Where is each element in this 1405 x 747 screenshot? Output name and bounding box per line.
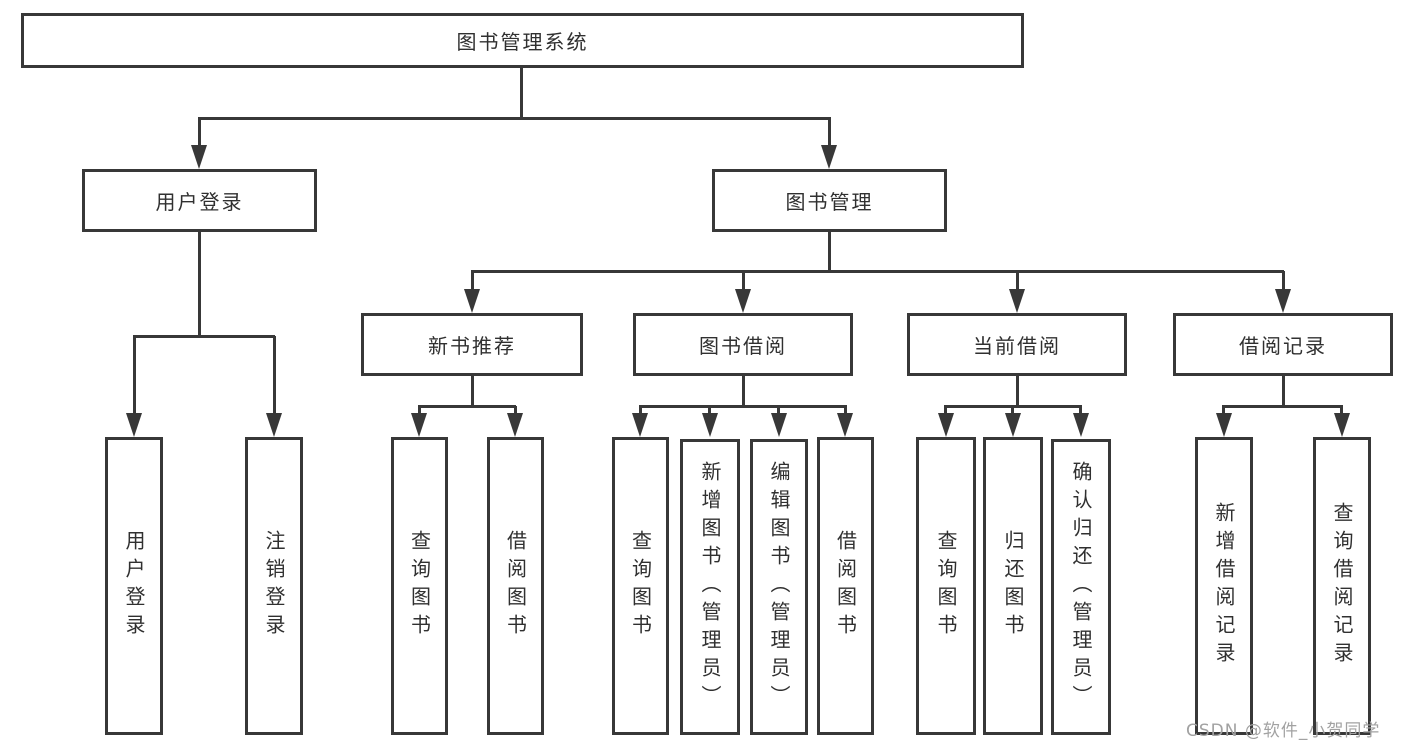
arrow-down-icon	[837, 413, 853, 437]
leaf-return-book-label: 归还图书	[1001, 530, 1025, 642]
leaf-add-book-admin-label: 新增图书（管理员）	[698, 461, 722, 713]
connector	[471, 376, 474, 406]
arrow-down-icon	[632, 413, 648, 437]
connector	[418, 406, 421, 416]
leaf-borrow-book-1: 借阅图书	[487, 437, 544, 735]
connector	[471, 271, 474, 291]
arrow-down-icon	[1009, 289, 1025, 313]
leaf-query-borrow-record-label: 查询借阅记录	[1330, 502, 1354, 670]
connector	[198, 117, 831, 120]
node-book-borrowing-label: 图书借阅	[699, 334, 787, 358]
node-book-management: 图书管理	[712, 169, 947, 232]
connector	[639, 406, 642, 416]
connector	[1222, 405, 1343, 408]
node-new-book-recommend-label: 新书推荐	[428, 334, 516, 358]
arrow-down-icon	[126, 413, 142, 437]
leaf-add-borrow-record: 新增借阅记录	[1195, 437, 1253, 735]
csdn-watermark: CSDN @软件_小贺同学	[1186, 721, 1381, 741]
connector	[777, 406, 780, 416]
arrow-down-icon	[464, 289, 480, 313]
arrow-down-icon	[507, 413, 523, 437]
node-borrowing-records: 借阅记录	[1173, 313, 1393, 376]
arrow-down-icon	[1216, 413, 1232, 437]
connector	[273, 336, 276, 416]
connector	[1016, 271, 1019, 291]
node-root-label: 图书管理系统	[456, 30, 589, 54]
connector	[418, 405, 516, 408]
connector	[1282, 271, 1285, 291]
node-root: 图书管理系统	[21, 13, 1024, 68]
arrow-down-icon	[411, 413, 427, 437]
leaf-query-book-3: 查询图书	[916, 437, 976, 735]
connector	[742, 376, 745, 406]
connector	[1011, 406, 1014, 416]
connector	[514, 406, 517, 416]
node-user-login-branch: 用户登录	[82, 169, 317, 232]
connector	[198, 118, 201, 147]
arrow-down-icon	[771, 413, 787, 437]
arrow-down-icon	[1275, 289, 1291, 313]
leaf-user-login: 用户登录	[105, 437, 163, 735]
node-borrowing-records-label: 借阅记录	[1239, 334, 1327, 358]
leaf-add-borrow-record-label: 新增借阅记录	[1212, 502, 1236, 670]
leaf-confirm-return-admin: 确认归还（管理员）	[1051, 439, 1111, 735]
connector	[708, 406, 711, 416]
connector	[471, 270, 1284, 273]
node-book-management-label: 图书管理	[785, 190, 874, 214]
connector	[1079, 406, 1082, 416]
leaf-edit-book-admin: 编辑图书（管理员）	[750, 439, 808, 735]
leaf-query-book-2: 查询图书	[612, 437, 669, 735]
leaf-query-book-1-label: 查询图书	[407, 530, 432, 642]
arrow-down-icon	[266, 413, 282, 437]
connector	[1340, 406, 1343, 416]
leaf-logout: 注销登录	[245, 437, 303, 735]
leaf-query-book-2-label: 查询图书	[628, 530, 653, 642]
leaf-edit-book-admin-label: 编辑图书（管理员）	[767, 461, 791, 713]
node-current-borrowing: 当前借阅	[907, 313, 1127, 376]
arrow-down-icon	[1073, 413, 1089, 437]
connector	[828, 232, 831, 271]
node-book-borrowing: 图书借阅	[633, 313, 853, 376]
connector	[133, 336, 136, 416]
arrow-down-icon	[821, 145, 837, 169]
leaf-query-borrow-record: 查询借阅记录	[1313, 437, 1371, 735]
connector	[520, 68, 523, 118]
leaf-query-book-1: 查询图书	[391, 437, 448, 735]
connector	[1222, 406, 1225, 416]
leaf-add-book-admin: 新增图书（管理员）	[680, 439, 740, 735]
leaf-borrow-book-2: 借阅图书	[817, 437, 874, 735]
arrow-down-icon	[702, 413, 718, 437]
connector	[133, 335, 275, 338]
node-new-book-recommend: 新书推荐	[361, 313, 583, 376]
connector	[639, 405, 847, 408]
arrow-down-icon	[1005, 413, 1021, 437]
connector	[1016, 376, 1019, 406]
node-user-login-branch-label: 用户登录	[155, 190, 244, 214]
connector	[198, 232, 201, 336]
arrow-down-icon	[1334, 413, 1350, 437]
leaf-confirm-return-admin-label: 确认归还（管理员）	[1069, 461, 1093, 713]
arrow-down-icon	[938, 413, 954, 437]
leaf-borrow-book-2-label: 借阅图书	[833, 530, 858, 642]
leaf-user-login-label: 用户登录	[122, 530, 146, 642]
node-current-borrowing-label: 当前借阅	[973, 334, 1061, 358]
connector	[1282, 376, 1285, 406]
connector	[844, 406, 847, 416]
connector	[828, 118, 831, 147]
leaf-return-book: 归还图书	[983, 437, 1043, 735]
leaf-query-book-3-label: 查询图书	[934, 530, 958, 642]
arrow-down-icon	[191, 145, 207, 169]
leaf-borrow-book-1-label: 借阅图书	[503, 530, 528, 642]
leaf-logout-label: 注销登录	[262, 530, 286, 642]
arrow-down-icon	[735, 289, 751, 313]
connector	[742, 271, 745, 291]
connector	[944, 406, 947, 416]
